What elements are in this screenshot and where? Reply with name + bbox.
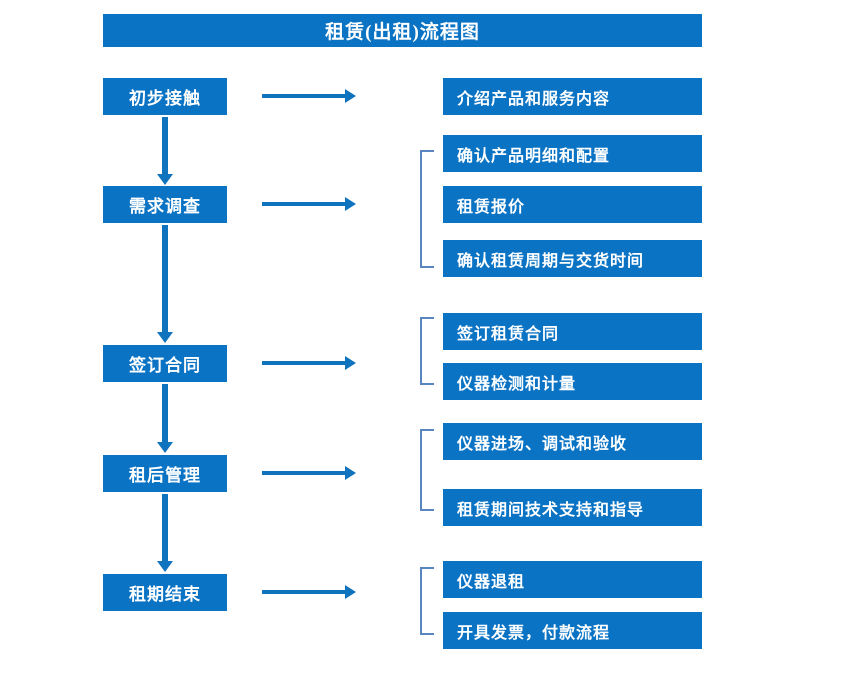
detail-box-9[interactable]: 仪器退租 xyxy=(443,561,702,598)
flow-arrow-down-4 xyxy=(157,494,173,572)
detail-box-1[interactable]: 介绍产品和服务内容 xyxy=(443,78,702,115)
detail-arrow-right-4 xyxy=(262,466,356,480)
stage-box-4[interactable]: 租后管理 xyxy=(103,455,227,492)
diagram-title: 租赁(出租)流程图 xyxy=(103,14,702,47)
detail-box-10[interactable]: 开具发票，付款流程 xyxy=(443,612,702,649)
flow-arrow-down-2 xyxy=(157,225,173,343)
stage-box-1[interactable]: 初步接触 xyxy=(103,78,227,115)
stage-box-5[interactable]: 租期结束 xyxy=(103,574,227,611)
detail-box-8[interactable]: 租赁期间技术支持和指导 xyxy=(443,489,702,526)
detail-box-7[interactable]: 仪器进场、调试和验收 xyxy=(443,423,702,460)
bracket-group-3 xyxy=(420,317,434,385)
detail-arrow-right-1 xyxy=(262,89,356,103)
stage-box-2[interactable]: 需求调查 xyxy=(103,186,227,223)
stage-box-3[interactable]: 签订合同 xyxy=(103,345,227,382)
detail-arrow-right-3 xyxy=(262,356,356,370)
bracket-group-2 xyxy=(420,150,434,268)
detail-box-2[interactable]: 确认产品明细和配置 xyxy=(443,135,702,172)
bracket-group-5 xyxy=(420,567,434,635)
flow-arrow-down-3 xyxy=(157,384,173,453)
detail-arrow-right-5 xyxy=(262,585,356,599)
detail-box-5[interactable]: 签订租赁合同 xyxy=(443,313,702,350)
detail-box-4[interactable]: 确认租赁周期与交货时间 xyxy=(443,240,702,277)
bracket-group-4 xyxy=(420,429,434,511)
detail-arrow-right-2 xyxy=(262,197,356,211)
detail-box-6[interactable]: 仪器检测和计量 xyxy=(443,363,702,400)
detail-box-3[interactable]: 租赁报价 xyxy=(443,186,702,223)
flow-arrow-down-1 xyxy=(157,117,173,185)
